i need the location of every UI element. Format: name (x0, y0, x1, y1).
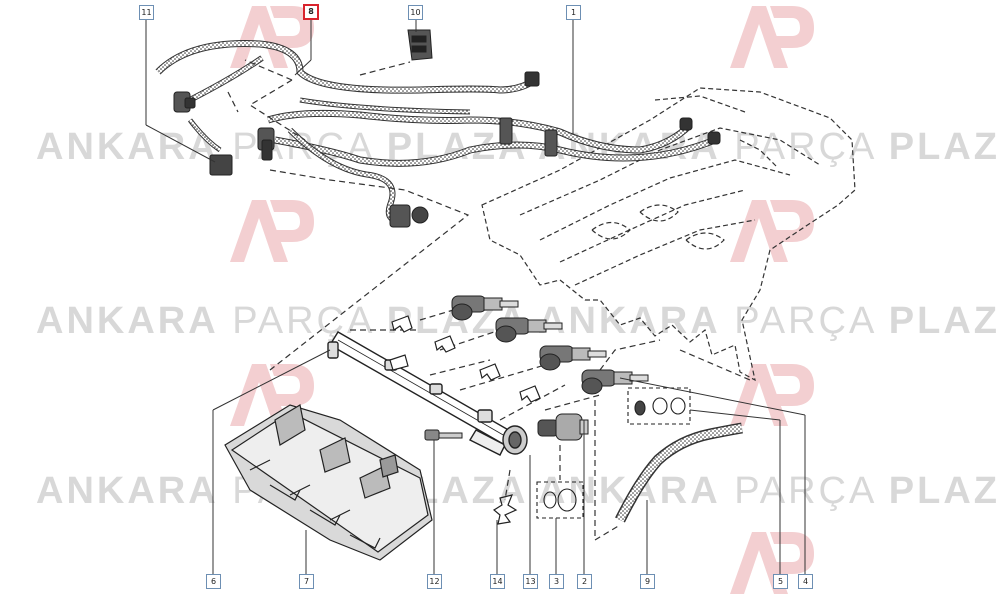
callout-9: 9 (640, 574, 655, 589)
callout-4: 4 (798, 574, 813, 589)
fuel-injector (581, 369, 649, 395)
fuel-injector (539, 345, 607, 371)
callout-13: 13 (523, 574, 538, 589)
callout-2: 2 (577, 574, 592, 589)
seal-clip (492, 494, 518, 525)
callout-3: 3 (549, 574, 564, 589)
callout-leaders (145, 18, 806, 575)
callout-5: 5 (773, 574, 788, 589)
o-ring-set (536, 387, 691, 519)
fuel-injector (451, 295, 519, 321)
callout-7: 7 (299, 574, 314, 589)
fuel-injectors (451, 295, 649, 395)
fuel-hose (615, 422, 743, 523)
fuel-injector (495, 317, 563, 343)
harness-connectors (173, 29, 721, 228)
wiring-harness (155, 40, 717, 225)
engine-cover (224, 404, 433, 561)
callout-11: 11 (139, 5, 154, 20)
injector-clips (389, 315, 541, 403)
callout-1: 1 (566, 5, 581, 20)
intake-manifold (481, 87, 856, 382)
callout-14: 14 (490, 574, 505, 589)
callout-10: 10 (408, 5, 423, 20)
pressure-regulator (537, 413, 589, 441)
callout-12: 12 (427, 574, 442, 589)
callout-6: 6 (206, 574, 221, 589)
callout-8-highlighted: 8 (303, 4, 319, 20)
bolt (424, 429, 463, 441)
